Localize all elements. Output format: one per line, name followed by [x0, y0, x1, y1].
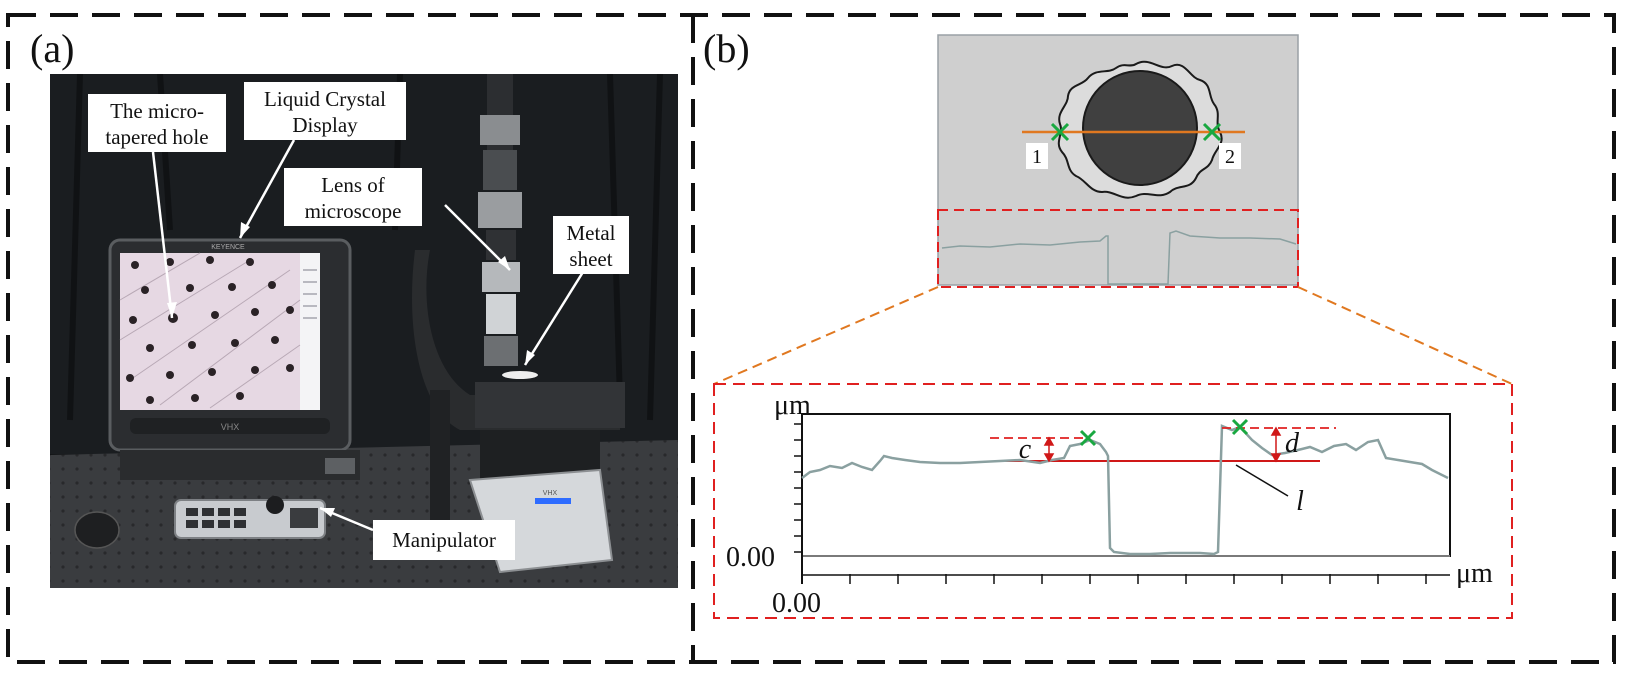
monitor-brand: KEYENCE [211, 244, 245, 251]
svg-text:Lens of: Lens of [321, 173, 385, 197]
svg-text:VHX: VHX [221, 422, 240, 432]
point-2-label: 2 [1225, 146, 1235, 168]
x-zero-label: 0.00 [772, 588, 821, 619]
svg-text:Manipulator: Manipulator [392, 528, 496, 552]
panel-a-label: (a) [30, 26, 74, 71]
callout-micro-tapered-hole: The micro- tapered hole [88, 94, 226, 152]
svg-text:Metal: Metal [567, 221, 616, 245]
peak-marker-left [1079, 429, 1097, 447]
mouse-device [74, 511, 120, 549]
y-ticks [794, 423, 802, 553]
microscope: VHX [412, 74, 625, 574]
svg-text:tapered hole: tapered hole [105, 125, 208, 149]
plot-frame [801, 413, 1451, 557]
c-label: c [1019, 434, 1032, 465]
svg-text:sheet: sheet [569, 247, 612, 271]
l-label: l [1296, 486, 1304, 517]
zoom-detail-box [713, 383, 1513, 619]
point-2-marker [1202, 122, 1222, 142]
figure-frame [6, 13, 1616, 664]
y-zero-label: 0.00 [726, 542, 775, 573]
hole-core [1082, 70, 1198, 186]
manipulator-device [174, 496, 326, 539]
svg-text:Display: Display [292, 113, 358, 137]
callout-liquid-crystal-display: Liquid Crystal Display [244, 82, 406, 140]
callout-manipulator: Manipulator [373, 520, 515, 560]
svg-text:microscope: microscope [305, 199, 402, 223]
d-label: d [1285, 428, 1300, 459]
callout-lens-of-microscope: Lens of microscope [284, 168, 422, 226]
callout-arrows [151, 139, 585, 532]
lcd-monitor: KEYENCE VHX [108, 238, 360, 480]
profile-plot: c d l μm μm 0.00 0.00 [726, 390, 1493, 619]
point-1-label: 1 [1032, 146, 1042, 168]
c-arrow [1043, 436, 1055, 463]
point-1-marker [1050, 122, 1070, 142]
y-unit-label: μm [774, 390, 811, 421]
callout-metal-sheet: Metal sheet [553, 216, 629, 274]
panel-b-label: (b) [703, 26, 750, 71]
hole-schematic: 1 2 [937, 34, 1299, 288]
callout-arrowheads [167, 222, 535, 517]
peak-marker-right [1231, 418, 1249, 436]
d-arrow [1270, 426, 1282, 463]
svg-text:VHX: VHX [543, 490, 558, 497]
zoom-source-box [937, 209, 1299, 288]
svg-text:The micro-: The micro- [110, 99, 204, 123]
svg-text:Liquid Crystal: Liquid Crystal [264, 87, 386, 111]
x-unit-label: μm [1456, 558, 1493, 589]
surface-profile [801, 424, 1449, 556]
mini-profile [941, 230, 1297, 285]
zoom-guides [713, 286, 1513, 385]
